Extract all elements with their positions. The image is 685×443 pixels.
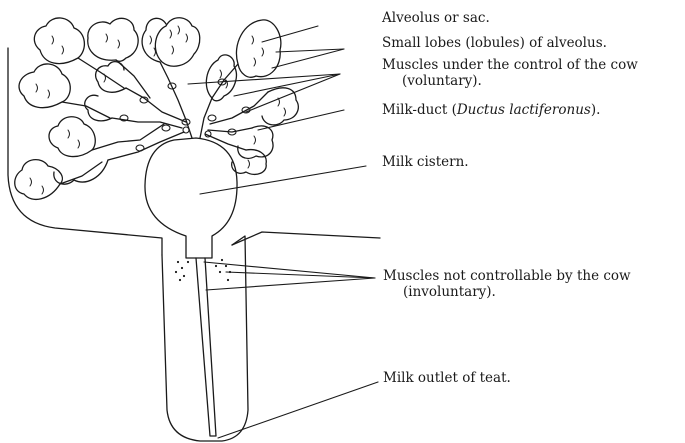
leader-alveolus — [262, 26, 318, 42]
label-voluntary-muscles: Muscles under the control of the cow (vo… — [382, 57, 638, 89]
alveolus-left-3 — [19, 64, 70, 108]
alveolus-mid-1 — [96, 62, 126, 93]
label-milk-cistern: Milk cistern. — [382, 154, 469, 170]
leader-outlet — [218, 382, 378, 438]
alveolus-left-4 — [49, 117, 95, 157]
leader-involuntary-2 — [226, 272, 375, 278]
label-alveolus: Alveolus or sac. — [382, 10, 490, 26]
label-duct-suffix: ). — [591, 102, 601, 118]
label-voluntary-line1: Muscles under the control of the cow — [382, 57, 638, 73]
leader-involuntary-3 — [206, 278, 375, 290]
milk-cistern — [145, 138, 237, 258]
label-duct-latin: Ductus lactiferonus — [457, 102, 591, 118]
alveolus-top-3 — [236, 20, 280, 77]
teat-canal — [196, 258, 216, 436]
involuntary-muscle-dots — [175, 259, 231, 281]
alveolus-top-2 — [206, 55, 236, 101]
leader-cistern — [200, 166, 366, 194]
alveolus-top-1 — [155, 18, 199, 66]
label-voluntary-line2: (voluntary). — [382, 73, 638, 89]
label-lobules: Small lobes (lobules) of alveolus. — [382, 35, 607, 51]
alveolus-left-2 — [34, 18, 84, 64]
label-milk-duct: Milk-duct (Ductus lactiferonus). — [382, 102, 600, 118]
label-duct-prefix: Milk-duct ( — [382, 102, 457, 118]
leader-duct — [258, 110, 344, 130]
label-involuntary-muscles: Muscles not controllable by the cow (inv… — [383, 268, 631, 300]
label-involuntary-line2: (involuntary). — [383, 284, 631, 300]
label-involuntary-line1: Muscles not controllable by the cow — [383, 268, 631, 284]
udder-right-outline — [232, 232, 380, 245]
alveolus-left-1 — [88, 18, 138, 61]
leader-involuntary-1 — [204, 262, 375, 278]
label-milk-outlet: Milk outlet of teat. — [383, 370, 511, 386]
